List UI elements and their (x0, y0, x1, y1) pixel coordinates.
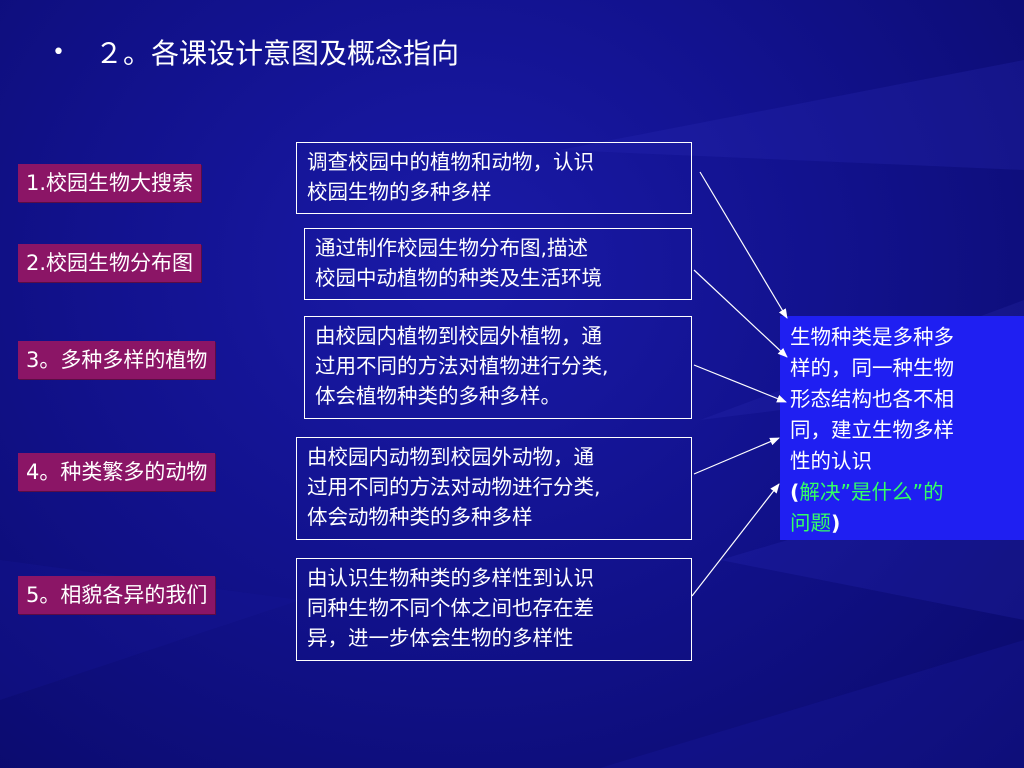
arrow-5 (691, 483, 780, 597)
note-paren-close: ) (831, 511, 841, 535)
description-box-1: 调查校园中的植物和动物，认识 校园生物的多种多样 (296, 142, 692, 214)
arrow-4 (693, 437, 780, 475)
note-paren-open: ( (790, 480, 800, 504)
lesson-label-5: 5。相貌各异的我们 (18, 576, 216, 614)
description-box-4: 由校园内动物到校园外动物，通 过用不同的方法对动物进行分类, 体会动物种类的多种… (296, 437, 692, 540)
description-line: 同种生物不同个体之间也存在差 (307, 596, 594, 620)
slide-title: • ２。各课设计意图及概念指向 (52, 28, 459, 76)
description-line: 调查校园中的植物和动物，认识 (307, 150, 594, 174)
description-line: 体会植物种类的多种多样。 (315, 384, 561, 408)
title-text: ２。各课设计意图及概念指向 (94, 37, 459, 70)
lesson-label-2: 2.校园生物分布图 (18, 244, 202, 282)
concept-note-text: 解决”是什么”的 (799, 480, 944, 504)
concept-note-line: (解决”是什么”的 (790, 477, 1014, 508)
description-box-2: 通过制作校园生物分布图,描述 校园中动植物的种类及生活环境 (304, 228, 692, 300)
concept-note-line: 问题) (790, 508, 1014, 539)
description-line: 体会动物种类的多种多样 (307, 505, 533, 529)
lesson-label-4: 4。种类繁多的动物 (18, 453, 216, 491)
title-bullet: • (52, 39, 65, 65)
description-line: 过用不同的方法对植物进行分类, (315, 354, 609, 378)
description-line: 由校园内动物到校园外动物，通 (307, 445, 594, 469)
concept-line: 生物种类是多种多 (790, 325, 954, 349)
arrow-3 (693, 364, 787, 403)
description-box-3: 由校园内植物到校园外植物，通 过用不同的方法对植物进行分类, 体会植物种类的多种… (304, 316, 692, 419)
description-line: 校园生物的多种多样 (307, 180, 492, 204)
description-line: 由校园内植物到校园外植物，通 (315, 324, 602, 348)
concept-note-text: 问题 (790, 511, 831, 535)
concept-line: 样的，同一种生物 (790, 356, 954, 380)
description-box-5: 由认识生物种类的多样性到认识 同种生物不同个体之间也存在差 异，进一步体会生物的… (296, 558, 692, 661)
lesson-label-3: 3。多种多样的植物 (18, 341, 216, 379)
description-line: 异，进一步体会生物的多样性 (307, 626, 574, 650)
concept-line: 同，建立生物多样 (790, 418, 954, 442)
lesson-label-1: 1.校园生物大搜索 (18, 164, 202, 202)
arrow-2 (693, 269, 788, 358)
concept-line: 性的认识 (790, 449, 872, 473)
description-line: 通过制作校园生物分布图,描述 (315, 236, 589, 260)
description-line: 校园中动植物的种类及生活环境 (315, 266, 602, 290)
description-line: 过用不同的方法对动物进行分类, (307, 475, 601, 499)
concept-box: 生物种类是多种多 样的，同一种生物 形态结构也各不相 同，建立生物多样 性的认识… (780, 316, 1024, 540)
concept-line: 形态结构也各不相 (790, 387, 954, 411)
arrow-1 (699, 171, 788, 319)
description-line: 由认识生物种类的多样性到认识 (307, 566, 594, 590)
